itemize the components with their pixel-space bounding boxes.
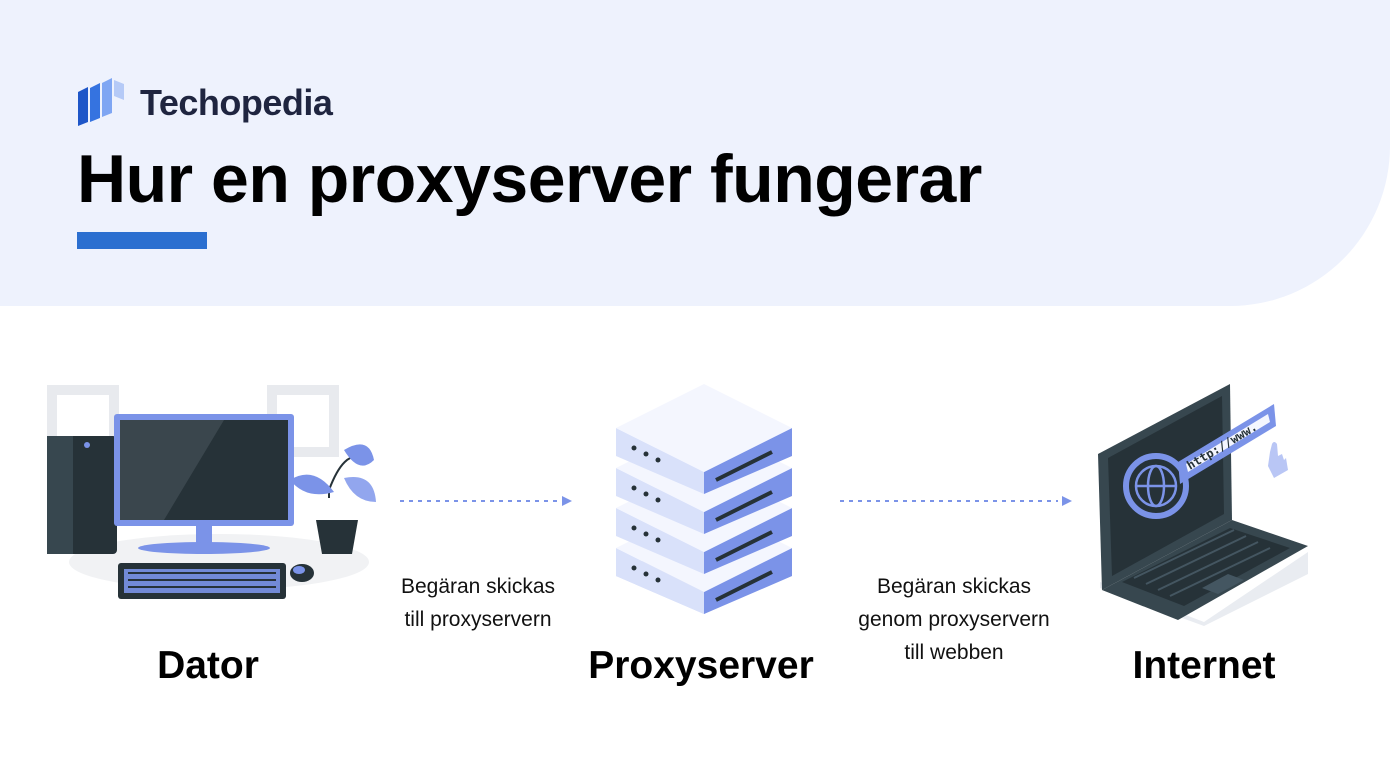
edge-caption-1-line1: Begäran skickas: [400, 575, 556, 598]
edge-caption-2: Begäran skickas genom proxyservern till …: [834, 570, 1074, 669]
edge-caption-1: Begäran skickas till proxyservern: [378, 570, 578, 636]
arrow-computer-to-proxy: [400, 496, 572, 506]
node-label-dator: Dator: [157, 644, 259, 687]
header-band: [0, 0, 1390, 306]
node-label-proxyserver: Proxyserver: [588, 644, 814, 687]
server-stack-icon: [616, 384, 792, 614]
page-title: Hur en proxyserver fungerar: [77, 141, 982, 217]
pointer-hand-icon: [1268, 442, 1288, 478]
edge-caption-2-line2: genom proxyservern: [858, 608, 1050, 631]
edge-caption-2-line3: till webben: [904, 641, 1004, 664]
edge-caption-2-line1: Begäran skickas: [876, 575, 1032, 598]
node-label-internet: Internet: [1132, 644, 1276, 687]
title-underline: [77, 232, 207, 249]
brand-name: Techopedia: [140, 82, 333, 123]
brand-logo[interactable]: Techopedia: [78, 78, 333, 128]
edge-caption-1-line2: till proxyservern: [404, 608, 552, 631]
arrow-proxy-to-internet: [840, 496, 1072, 506]
laptop-globe-icon: http://www.: [1098, 384, 1308, 626]
desktop-computer-icon: [47, 385, 376, 599]
techopedia-logo-icon: [78, 78, 124, 126]
